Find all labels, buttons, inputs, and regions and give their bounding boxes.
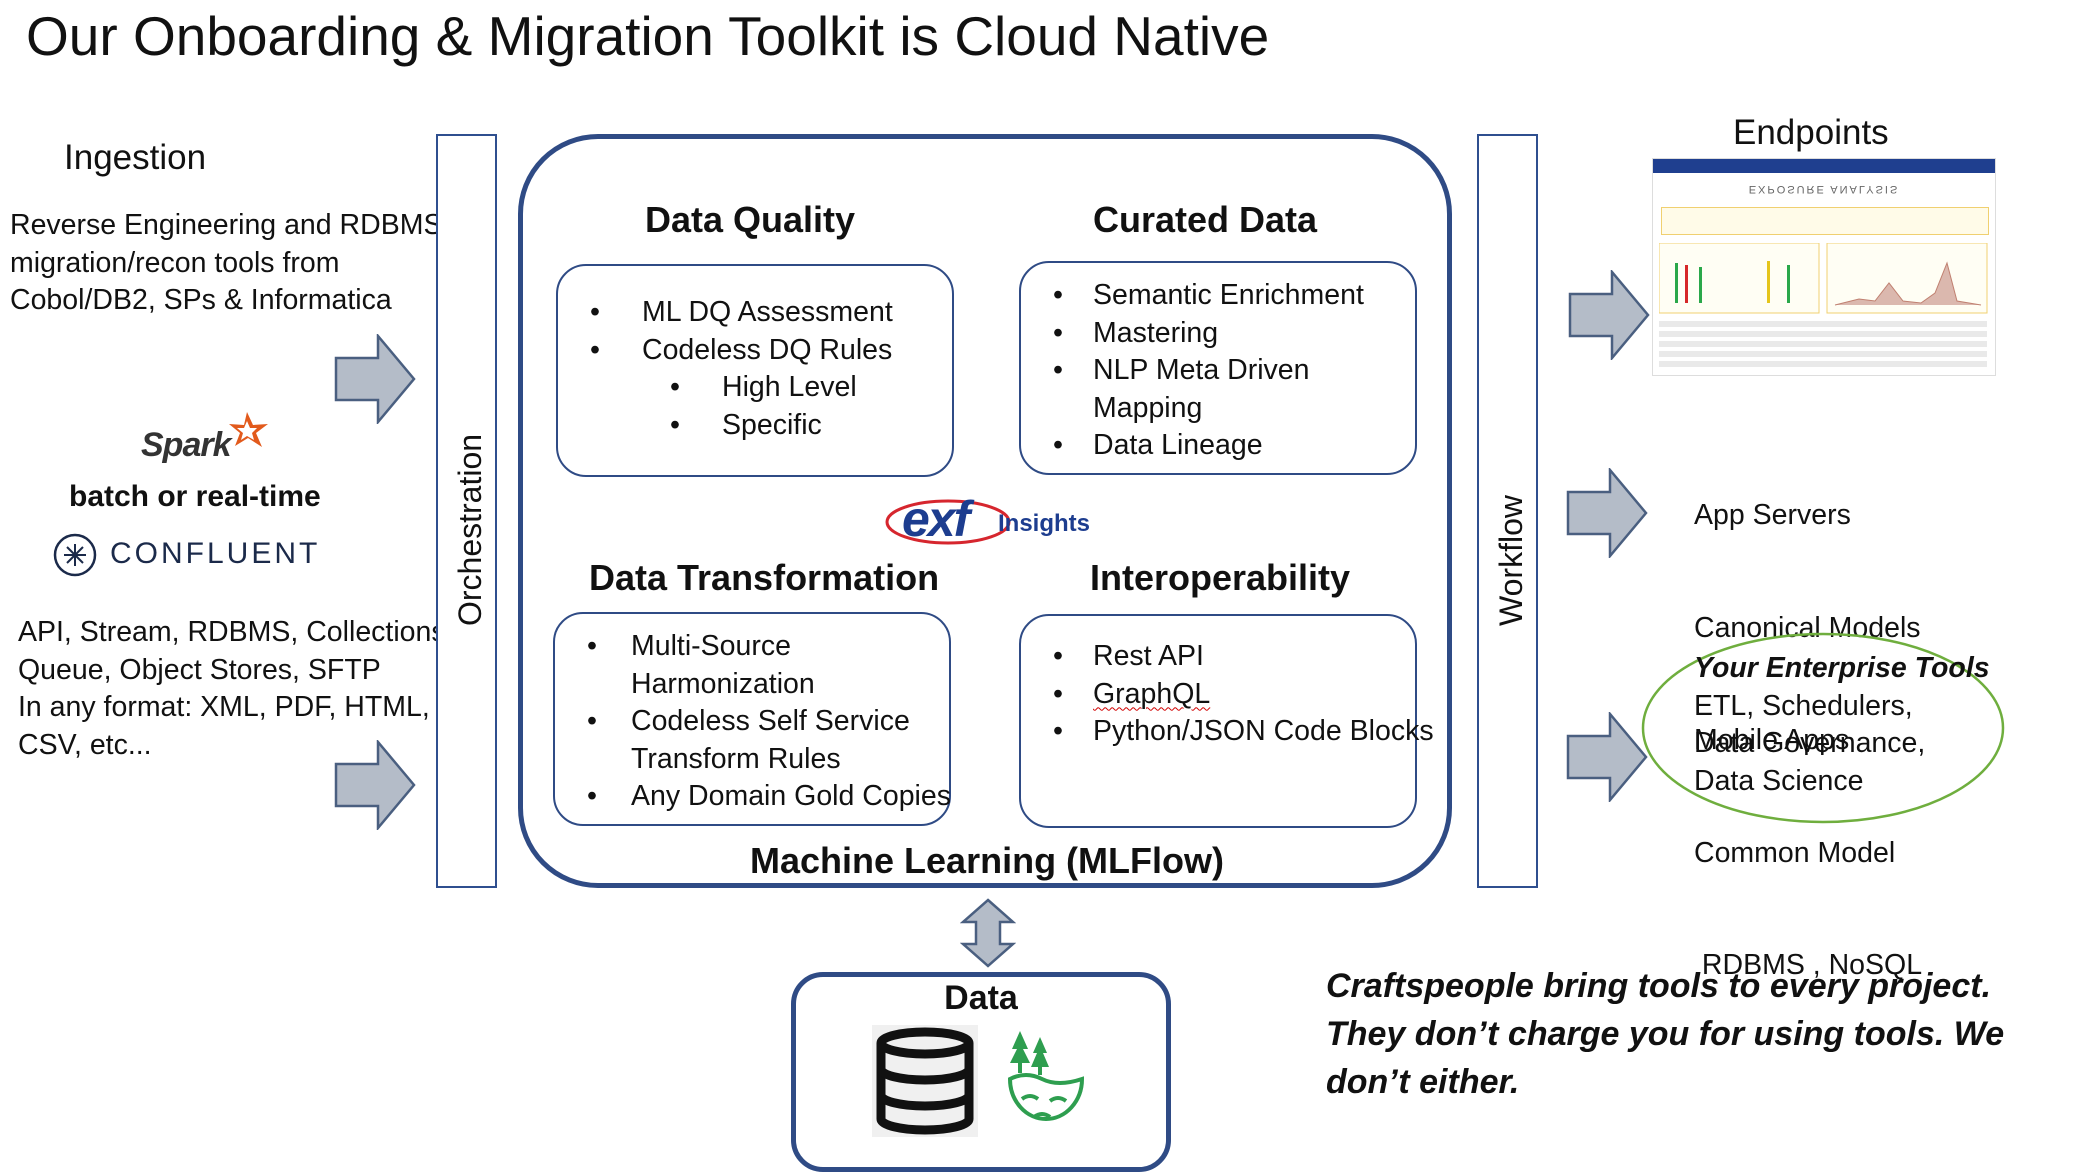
endpoint-item: RDBMS , NoSQL xyxy=(1694,949,1923,981)
sources-line: API, Stream, RDBMS, Collections, xyxy=(18,616,454,648)
toolkit-container xyxy=(518,134,1452,888)
dashboard-title: EXPOSURE ANALYSIS xyxy=(1748,183,1900,195)
dashboard-filters xyxy=(1661,207,1989,235)
ingestion-line: migration/recon tools from xyxy=(10,246,340,279)
list-item: Codeless DQ Rules xyxy=(558,332,952,370)
data-quality-heading: Data Quality xyxy=(645,199,856,240)
list-item: Multi-Source xyxy=(555,628,949,666)
list-item: Python/JSON Code Blocks xyxy=(1021,713,1434,751)
endpoints-heading: Endpoints xyxy=(1733,113,1889,152)
ml-footer-label: Machine Learning (MLFlow) xyxy=(750,840,1224,881)
list-item: Semantic Enrichment xyxy=(1021,277,1415,315)
data-heading: Data xyxy=(944,979,1018,1017)
enterprise-tools-line: Data Governance, xyxy=(1694,727,1926,759)
sources-line: CSV, etc... xyxy=(18,728,152,761)
endpoint-item: App Servers xyxy=(1694,499,1851,531)
list-item: Rest API xyxy=(1021,638,1415,676)
list-item: Transform Rules xyxy=(631,742,841,775)
endpoint-item: Mobile Apps xyxy=(1694,724,1850,756)
ingestion-line: Reverse Engineering and RDBMS xyxy=(10,209,443,241)
dashboard-header-bar xyxy=(1653,159,1995,173)
interoperability-heading: Interoperability xyxy=(1090,557,1351,598)
database-icon xyxy=(872,1025,978,1137)
right-arrow-icon xyxy=(1566,712,1648,802)
sources-line: Queue, Object Stores, SFTP xyxy=(18,653,381,686)
dashboard-thumbnail: EXPOSURE ANALYSIS xyxy=(1652,158,1996,376)
tagline-line: They don’t charge you for using tools. W… xyxy=(1326,1015,2005,1053)
endpoint-list: App Servers Canonical Models Mobile Apps… xyxy=(1694,422,1922,1022)
confluent-icon xyxy=(53,533,97,577)
sources-text: API, Stream, RDBMS, Collections, Queue, … xyxy=(18,614,454,764)
list-item: Specific xyxy=(558,407,952,445)
list-item: ML DQ Assessment xyxy=(558,294,952,332)
list-item: Codeless Self Service xyxy=(555,703,949,741)
list-item: Harmonization xyxy=(631,667,815,700)
list-item: GraphQL xyxy=(1021,676,1415,714)
ingestion-line: Cobol/DB2, SPs & Informatica xyxy=(10,284,392,316)
right-arrow-icon xyxy=(334,740,416,830)
workflow-bar: Workflow xyxy=(1477,134,1538,888)
spark-star-icon xyxy=(229,412,268,447)
interoperability-box: Rest API GraphQL Python/JSON Code Blocks xyxy=(1019,614,1434,828)
orchestration-bar: Orchestration xyxy=(436,134,497,888)
data-transformation-box: Multi-Source Harmonization Codeless Self… xyxy=(553,612,951,826)
list-item: Mapping xyxy=(1093,391,1203,424)
data-box: Data xyxy=(791,972,1171,1172)
list-item: Any Domain Gold Copies xyxy=(555,778,951,816)
right-arrow-icon xyxy=(1566,468,1648,558)
right-arrow-icon xyxy=(334,334,416,424)
exf-insights-logo: exf Insights xyxy=(884,488,1094,554)
curated-data-box: Semantic Enrichment Mastering NLP Meta D… xyxy=(1019,261,1417,475)
endpoint-item: Canonical Models xyxy=(1694,611,1921,644)
orchestration-label: Orchestration xyxy=(452,433,488,626)
endpoint-item: Common Model xyxy=(1694,836,1896,869)
right-arrow-icon xyxy=(1568,270,1650,360)
sources-line: In any format: XML, PDF, HTML, xyxy=(18,691,430,723)
dashboard-charts xyxy=(1659,243,1988,367)
enterprise-tools-line: ETL, Schedulers, xyxy=(1694,689,1913,722)
spark-logo: Spark xyxy=(141,410,271,470)
tagline-line: Craftspeople bring tools to every projec… xyxy=(1326,967,1992,1005)
batch-realtime-label: batch or real-time xyxy=(69,480,321,513)
tagline: Craftspeople bring tools to every projec… xyxy=(1326,962,2004,1106)
list-item: Data Lineage xyxy=(1021,427,1415,465)
list-item: NLP Meta Driven xyxy=(1021,352,1415,390)
data-transformation-heading: Data Transformation xyxy=(589,557,940,598)
curated-data-heading: Curated Data xyxy=(1093,199,1318,240)
ingestion-text: Reverse Engineering and RDBMS migration/… xyxy=(10,207,442,320)
enterprise-tools-ellipse xyxy=(1641,632,2005,824)
workflow-label: Workflow xyxy=(1493,495,1529,626)
list-item: Mastering xyxy=(1021,315,1415,353)
enterprise-tools-text: Your Enterprise Tools ETL, Schedulers, D… xyxy=(1694,650,1990,800)
data-quality-box: ML DQ Assessment Codeless DQ Rules High … xyxy=(556,264,954,477)
data-lake-icon xyxy=(1007,1031,1085,1121)
list-item: High Level xyxy=(558,369,952,407)
up-down-arrow-icon xyxy=(960,898,1016,968)
page-title: Our Onboarding & Migration Toolkit is Cl… xyxy=(26,5,1270,67)
tagline-line: don’t either. xyxy=(1326,1063,1520,1101)
ingestion-heading: Ingestion xyxy=(64,138,207,177)
logo-swoosh-icon xyxy=(885,499,1011,545)
enterprise-tools-title: Your Enterprise Tools xyxy=(1694,652,1990,684)
enterprise-tools-line: Data Science xyxy=(1694,764,1864,797)
